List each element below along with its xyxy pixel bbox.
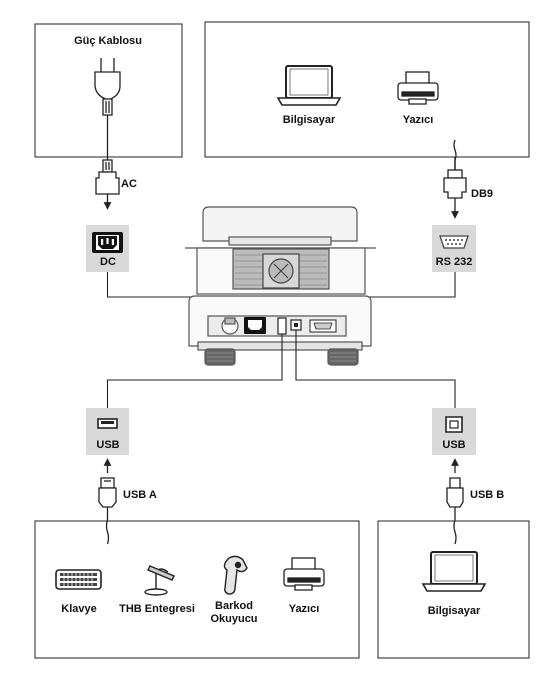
- usb-a-cable: [98, 458, 117, 545]
- db9-label: DB9: [471, 188, 494, 200]
- usb-a-port-box: [86, 408, 129, 455]
- usb-b-port-label: USB: [442, 439, 466, 451]
- printer-label: Yazıcı: [402, 114, 434, 126]
- usb-b-cable-label: USB B: [470, 489, 505, 501]
- barcode-scanner-icon: [223, 555, 248, 595]
- keyboard-icon: [55, 569, 102, 590]
- barcode-label-line2: Okuyucu: [210, 613, 258, 625]
- usb-b-computer-label: Bilgisayar: [427, 605, 481, 617]
- usb-b-devices-box: [377, 520, 530, 659]
- laptop-icon: [421, 551, 487, 592]
- keyboard-label: Klavye: [61, 603, 97, 615]
- usb-a-printer-label: Yazıcı: [288, 603, 320, 615]
- instrument-port-rs232: [309, 319, 337, 333]
- ac-label: AC: [121, 178, 137, 190]
- power-cable-title: Güç Kablosu: [74, 35, 142, 47]
- microphone-icon: [144, 565, 175, 596]
- balance-instrument: [185, 206, 376, 366]
- usb-a-port-label: USB: [96, 439, 120, 451]
- db9-cable: [443, 139, 467, 219]
- laptop-icon: [276, 65, 342, 106]
- usb-a-cable-label: USB A: [123, 489, 157, 501]
- power-plug-icon: [94, 58, 121, 157]
- instrument-port-dc: [244, 317, 266, 334]
- printer-icon: [283, 557, 325, 591]
- power-cable-box: [34, 23, 183, 158]
- printer-icon: [397, 71, 439, 105]
- power-cable-iec-plug-icon: [95, 159, 120, 210]
- usb-a-devices-box: [34, 520, 360, 659]
- db9-port-icon: [439, 235, 469, 249]
- dc-label: DC: [100, 256, 116, 268]
- barcode-label-line1: Barkod: [215, 600, 253, 612]
- usb-b-cable: [446, 458, 464, 545]
- usb-a-port-icon: [97, 418, 118, 429]
- instrument-port-usb-b: [290, 319, 302, 331]
- instrument-port-usb-a: [277, 317, 287, 335]
- rs232-label: RS 232: [435, 256, 473, 268]
- computer-label: Bilgisayar: [282, 114, 336, 126]
- usb-b-port-icon: [445, 416, 463, 433]
- thb-label: THB Entegresi: [119, 603, 195, 615]
- iec-socket-icon: [92, 232, 123, 253]
- pc-printer-box: [204, 21, 530, 158]
